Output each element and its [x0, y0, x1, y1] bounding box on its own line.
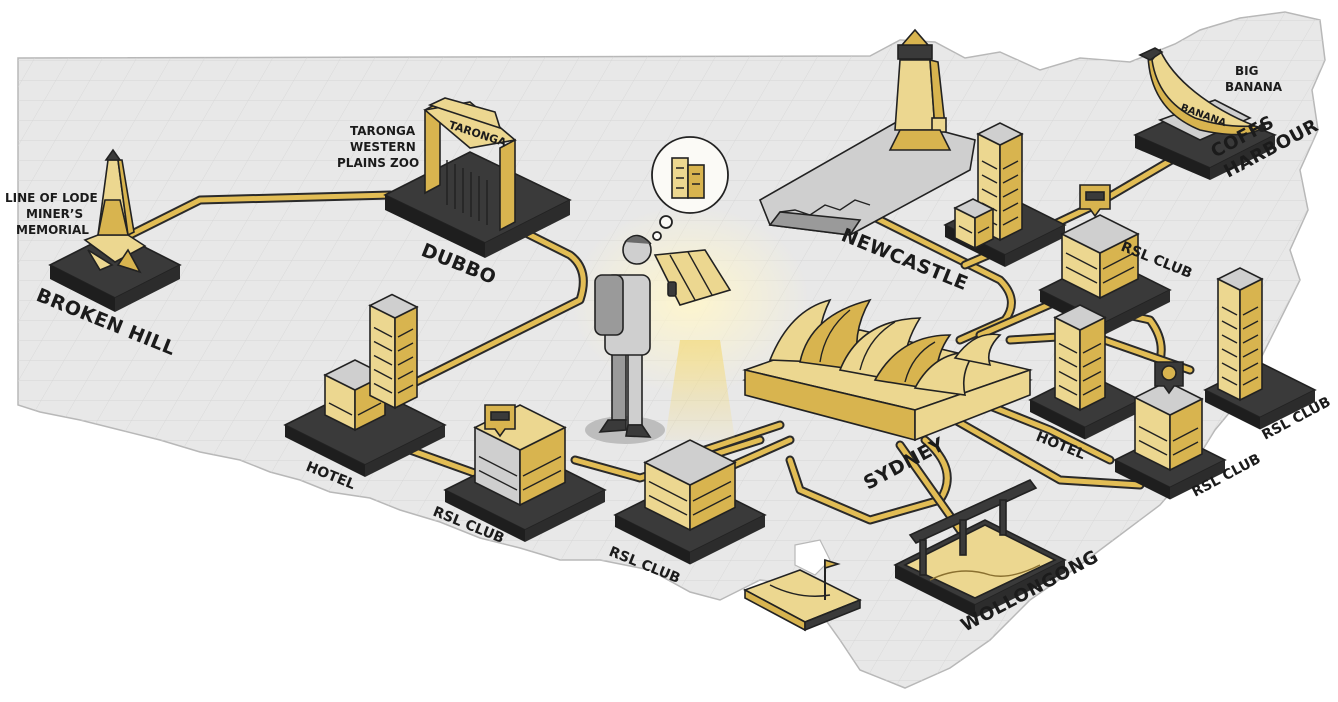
memorial-caption-1: LINE OF LODE — [5, 191, 98, 205]
hotel-north-building — [943, 122, 1067, 267]
hotel-east-building — [1028, 304, 1142, 440]
memorial-caption-3: MEMORIAL — [16, 223, 89, 237]
route-network — [115, 153, 1195, 535]
wollongong-bridge — [893, 479, 1067, 618]
newcastle-lighthouse — [758, 28, 976, 236]
venue-buildings — [283, 122, 1317, 565]
memorial-caption-2: MINER’S — [26, 207, 83, 221]
parliament-house — [743, 558, 862, 632]
zoo-caption-2: WESTERN — [350, 140, 416, 154]
big-banana: BANANA — [1133, 47, 1277, 180]
taronga-zoo-gate: TARONGA — [383, 97, 572, 258]
line-of-lode-memorial — [48, 148, 182, 312]
hotel-west-building — [283, 293, 447, 477]
dining-pin-icon — [1154, 361, 1184, 395]
bed-pin-icon — [484, 404, 516, 438]
banana-caption-1: BIG — [1235, 64, 1258, 78]
rsl-club-far-east-building — [1203, 267, 1317, 430]
zoo-caption-3: PLAINS ZOO — [337, 156, 419, 170]
sydney-opera-house — [742, 298, 1033, 442]
building-thought-bubble-icon — [651, 136, 729, 241]
rsl-club-east-building — [1113, 380, 1227, 500]
traveller — [585, 234, 735, 444]
bed-pin-icon — [1079, 184, 1111, 218]
rsl-club-2-building — [613, 439, 767, 565]
zoo-caption-1: TARONGA — [350, 124, 416, 138]
banana-caption-2: BANANA — [1225, 80, 1283, 94]
